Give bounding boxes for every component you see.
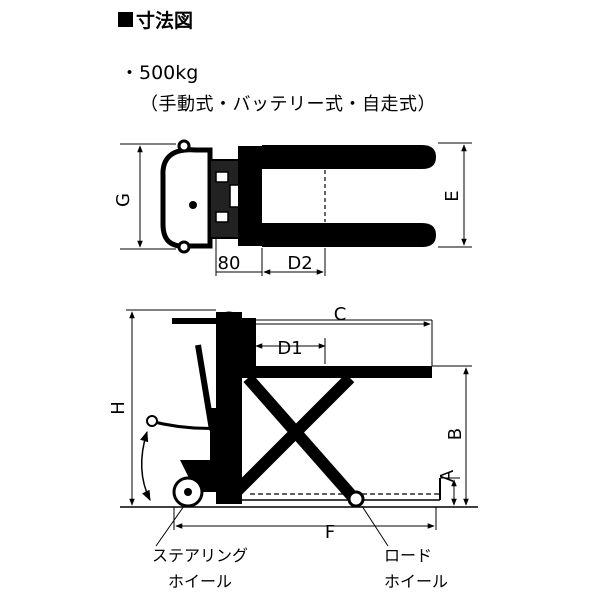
black-square-icon [118,12,133,27]
dim-label-g: G [113,193,134,207]
dim-label-d1: D1 [277,338,302,359]
dim-label-c: C [334,304,347,325]
heading-text: 寸法図 [136,10,194,32]
capacity-label: ・500kg [120,62,199,84]
variants-label: （手動式・バッテリー式・自走式） [140,94,436,115]
top-view [120,139,472,276]
scissor-arm-2 [227,373,355,501]
fork-platform-side [242,366,432,378]
dim-label-d2: D2 [287,253,312,274]
side-view [120,309,478,547]
load-wheel-label-line2: ホイール [384,572,449,591]
scissor-arm-1 [243,374,357,500]
fork-top [262,145,436,169]
dim-label-f: F [325,522,335,543]
dim-label-e: E [442,190,463,201]
fork-bottom [262,223,436,247]
dim-label-a: A [437,469,458,482]
tiller-handle-top [160,147,213,249]
dim-label-h: H [108,401,129,415]
steering-wheel-label-line2: ホイール [168,572,233,591]
load-wheel [347,490,365,508]
section-heading: 寸法図 [118,6,193,33]
dim-label-b: B [445,428,466,440]
load-wheel-label-line1: ロード [384,546,433,565]
steering-wheel-label-line1: ステアリング [152,546,249,565]
dim-label-80: 80 [218,253,241,274]
